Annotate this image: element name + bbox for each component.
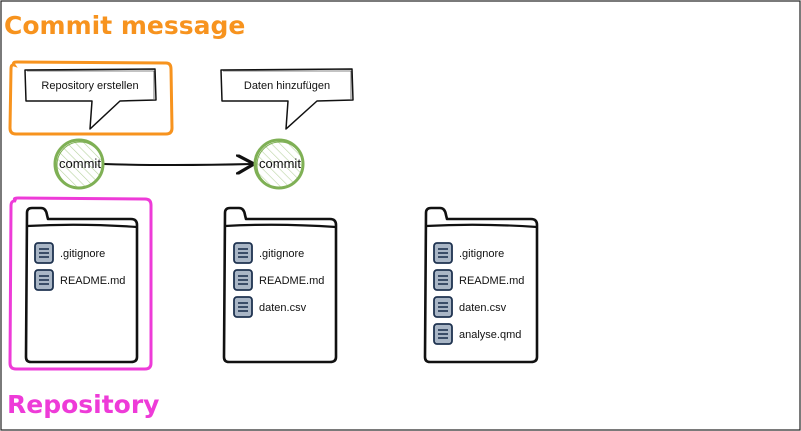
- commit-message-bubble-2: Daten hinzufügen: [220, 68, 354, 130]
- file-icon: [34, 242, 54, 264]
- file-item: daten.csv: [433, 296, 507, 318]
- file-name: analyse.qmd: [459, 329, 521, 341]
- commit-message-title: Commit message: [4, 11, 245, 40]
- file-icon: [433, 269, 453, 291]
- commit-arrow: [103, 164, 252, 165]
- file-name: README.md: [60, 275, 125, 287]
- file-name: daten.csv: [459, 302, 507, 314]
- file-name: README.md: [459, 275, 524, 287]
- file-icon: [34, 269, 54, 291]
- commit-label: commit: [59, 156, 101, 171]
- file-item: .gitignore: [433, 242, 504, 264]
- commit-message-highlight: [8, 60, 174, 136]
- folder-icon: [423, 206, 539, 364]
- commit-node-2: commit: [253, 138, 305, 190]
- commit-label: commit: [259, 156, 301, 171]
- file-item: README.md: [34, 269, 125, 291]
- file-name: daten.csv: [259, 302, 307, 314]
- file-item: daten.csv: [233, 296, 307, 318]
- repository-title: Repository: [7, 390, 159, 419]
- file-item: .gitignore: [233, 242, 304, 264]
- file-icon: [433, 242, 453, 264]
- file-icon: [433, 296, 453, 318]
- file-icon: [433, 323, 453, 345]
- file-name: .gitignore: [459, 248, 504, 260]
- commit-message-bubble-1: Repository erstellen: [24, 68, 157, 130]
- file-icon: [233, 242, 253, 264]
- commit-message-text: Daten hinzufügen: [244, 80, 330, 92]
- commit-node-1: commit: [53, 138, 105, 190]
- commit-message-text: Repository erstellen: [41, 80, 138, 92]
- file-icon: [233, 269, 253, 291]
- file-item: analyse.qmd: [433, 323, 521, 345]
- file-item: README.md: [433, 269, 524, 291]
- file-item: .gitignore: [34, 242, 105, 264]
- file-name: .gitignore: [259, 248, 304, 260]
- file-icon: [233, 296, 253, 318]
- file-item: README.md: [233, 269, 324, 291]
- repository-highlight: [8, 196, 153, 371]
- file-name: .gitignore: [60, 248, 105, 260]
- file-name: README.md: [259, 275, 324, 287]
